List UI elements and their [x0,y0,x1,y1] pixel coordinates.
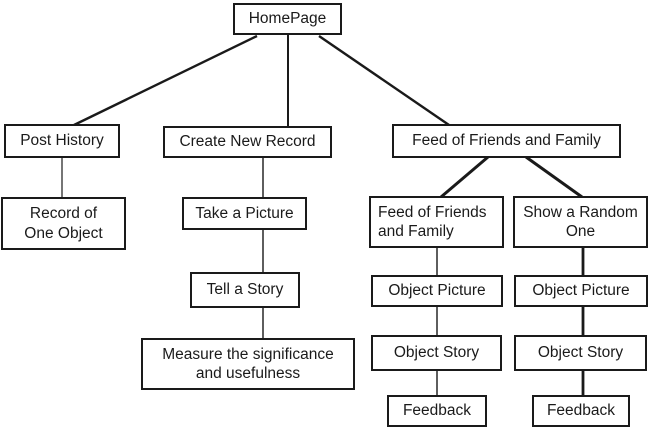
node-object-picture-left-label: Object Picture [388,282,486,300]
node-feed-of-friends-and-family-child-label: Feed of Friends and Family [378,203,487,240]
node-measure-significance: Measure the significance and usefulness [141,338,355,390]
node-show-a-random-one: Show a Random One [513,196,648,248]
node-feedback-left-label: Feedback [402,402,472,420]
node-record-of-one-object-label: Record of One Object [24,205,103,242]
node-create-new-record: Create New Record [163,126,332,158]
node-object-story-right-label: Object Story [537,344,624,362]
node-homepage-label: HomePage [248,10,327,28]
node-object-picture-right: Object Picture [514,275,648,307]
node-feedback-right: Feedback [532,395,630,427]
node-feed-of-friends-and-family-child: Feed of Friends and Family [369,196,504,248]
node-homepage: HomePage [233,3,342,35]
node-feedback-left: Feedback [387,395,487,427]
node-object-story-right: Object Story [514,335,647,371]
node-feed-of-friends-and-family: Feed of Friends and Family [392,124,621,158]
node-object-picture-left: Object Picture [371,275,503,307]
node-feed-of-friends-and-family-label: Feed of Friends and Family [412,132,601,150]
node-measure-significance-label: Measure the significance and usefulness [162,345,334,382]
edge-homepage-posthistory [73,34,258,127]
node-object-story-left: Object Story [371,335,502,371]
node-take-a-picture-label: Take a Picture [195,204,294,222]
edge-feedparent-feedchild [440,155,489,199]
node-object-picture-right-label: Object Picture [532,282,630,300]
node-tell-a-story-label: Tell a Story [206,281,284,299]
edge-feedparent-showrandom [525,155,583,199]
node-show-a-random-one-label: Show a Random One [523,203,638,240]
node-record-of-one-object: Record of One Object [1,197,126,250]
node-create-new-record-label: Create New Record [179,133,316,151]
node-post-history-label: Post History [20,132,104,150]
node-post-history: Post History [4,124,120,158]
node-feedback-right-label: Feedback [546,402,616,420]
node-take-a-picture: Take a Picture [182,197,307,230]
node-tell-a-story: Tell a Story [190,272,300,308]
edge-homepage-feedparent [318,35,450,126]
node-object-story-left-label: Object Story [393,344,480,362]
